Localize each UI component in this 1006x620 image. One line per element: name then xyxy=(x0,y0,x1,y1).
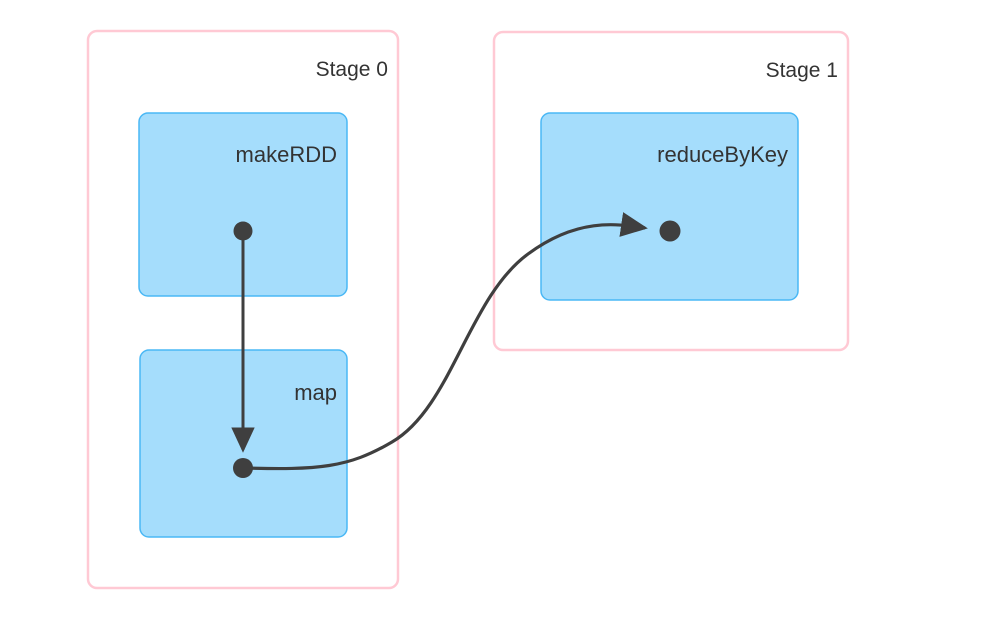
node-reducebykey-box xyxy=(540,112,799,301)
stage-1-label: Stage 1 xyxy=(766,59,838,82)
node-makerdd-dot[interactable] xyxy=(233,221,253,241)
stage-0-label: Stage 0 xyxy=(316,58,388,81)
edge-map-to-reducebykey-path xyxy=(242,212,648,471)
node-reducebykey-label: reduceByKey xyxy=(657,142,788,167)
node-makerdd[interactable]: makeRDD xyxy=(138,112,348,297)
stage-container-1[interactable]: Stage 1 reduceByKey xyxy=(492,30,850,352)
node-map-label: map xyxy=(294,380,337,405)
edge-map-to-reducebykey xyxy=(242,212,648,471)
node-reducebykey[interactable]: reduceByKey xyxy=(540,112,799,301)
node-reducebykey-dot[interactable] xyxy=(659,220,681,242)
node-makerdd-label: makeRDD xyxy=(236,142,337,167)
node-map-dot[interactable] xyxy=(233,458,253,478)
